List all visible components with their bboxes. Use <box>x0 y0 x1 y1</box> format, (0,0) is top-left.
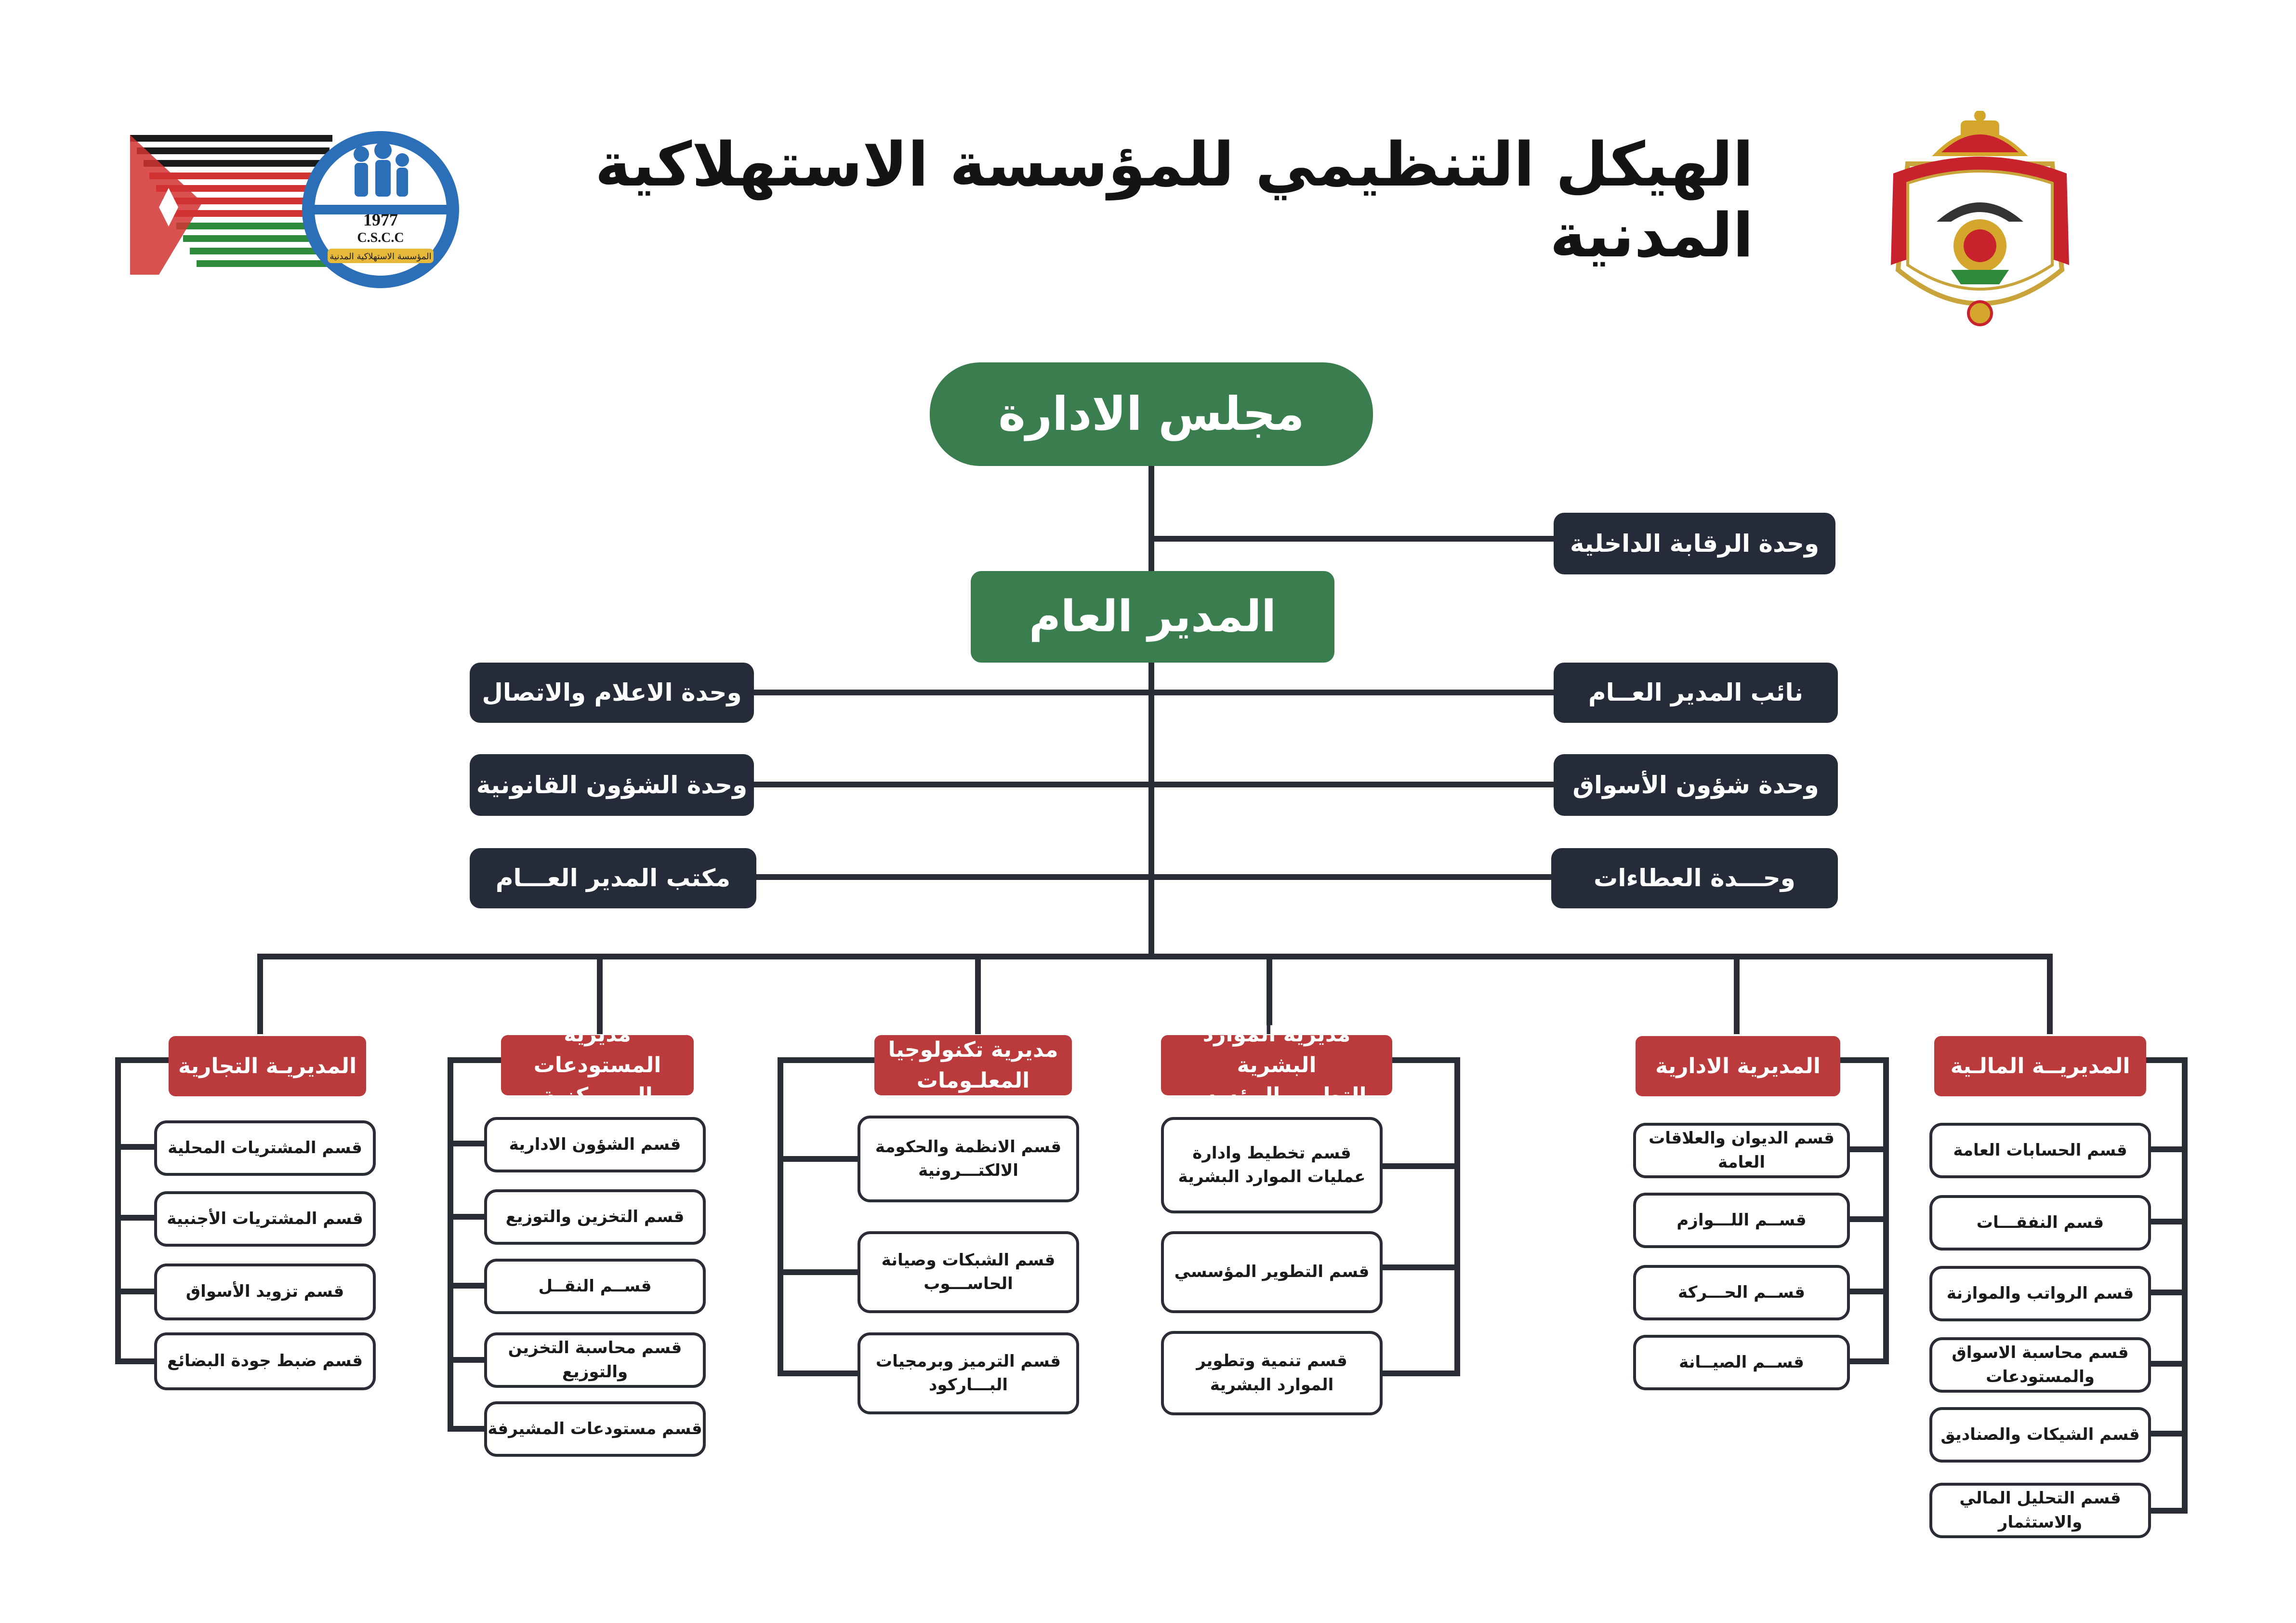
logo-abbr: C.S.C.C <box>357 230 404 245</box>
section-transport: قســم النقــل <box>484 1259 706 1314</box>
logo-year: 1977 <box>363 210 398 229</box>
section-general-accounts: قسم الحسابات العامة <box>1929 1123 2151 1178</box>
section-e-government: قسم الانظمة والحكومة الالكتـــرونية <box>858 1116 1079 1202</box>
tenders-unit: وحـــدة العطاءات <box>1551 848 1838 908</box>
section-institutional-development: قسم التطوير المؤسسي <box>1161 1231 1383 1313</box>
administrative-directorate: المديرية الادارية <box>1636 1036 1840 1096</box>
board-of-directors: مجلس الادارة <box>930 362 1373 466</box>
general-manager: المدير العام <box>971 571 1334 663</box>
coat-of-arms-emblem <box>1879 110 2081 342</box>
section-hr-development: قسم تنمية وتطوير الموارد البشرية <box>1161 1331 1383 1415</box>
media-communication-unit: وحدة الاعلام والاتصال <box>470 663 754 723</box>
section-supplies: قســم اللـــوازم <box>1633 1193 1850 1248</box>
section-salaries-budget: قسم الرواتب والموازنة <box>1929 1266 2151 1321</box>
section-foreign-purchases: قسم المشتريات الأجنبية <box>154 1191 376 1247</box>
section-maintenance: قســم الصيــانة <box>1633 1335 1850 1390</box>
section-storage-distribution: قسم التخزين والتوزيع <box>484 1189 706 1245</box>
cscc-logo: 1977 C.S.C.C المؤسسة الاستهلاكية المدنية <box>130 130 467 289</box>
section-markets-warehouses-accounting: قسم محاسبة الاسواق والمستودعات <box>1929 1337 2151 1393</box>
markets-affairs-unit: وحدة شؤون الأسواق <box>1554 754 1838 816</box>
section-barcode: قسم الترميز وبرمجيات البـــاركود <box>858 1332 1079 1414</box>
section-diwan-public-relations: قسم الديوان والعلاقات العامة <box>1633 1123 1850 1178</box>
section-market-supply: قسم تزويد الأسواق <box>154 1264 376 1320</box>
legal-affairs-unit: وحدة الشؤون القانونية <box>470 754 754 816</box>
section-storage-accounting: قسم محاسبة التخزين والتوزيع <box>484 1332 706 1388</box>
section-mushairfa-warehouses: قسم مستودعات المشيرفة <box>484 1401 706 1457</box>
section-cheques-funds: قسم الشيكات والصناديق <box>1929 1407 2151 1463</box>
section-admin-affairs: قسم الشؤون الادارية <box>484 1117 706 1172</box>
logo-name: المؤسسة الاستهلاكية المدنية <box>330 252 431 262</box>
internal-audit-unit: وحدة الرقابة الداخلية <box>1554 513 1835 574</box>
section-expenses: قسم النفقـــات <box>1929 1195 2151 1251</box>
hr-directorate: مديرية الموارد البشرية والتطوير المؤسسي <box>1161 1022 1392 1108</box>
commercial-directorate: المديريـة التجارية <box>169 1036 366 1096</box>
section-financial-analysis: قسم التحليل المالي والاستثمار <box>1929 1483 2151 1538</box>
gm-office: مكتب المدير العـــام <box>470 848 756 908</box>
finance-directorate: المديريــة المالـية <box>1934 1036 2146 1096</box>
warehouses-directorate: مديرية المستودعات المـــركزية <box>501 1022 694 1108</box>
section-movement: قســم الحـــركة <box>1633 1265 1850 1320</box>
section-hr-planning: قسم تخطيط وادارة عمليات الموارد البشرية <box>1161 1117 1383 1213</box>
section-quality-control: قسم ضبط جودة البضائع <box>154 1332 376 1390</box>
section-networks-maintenance: قسم الشبكات وصيانة الحاســـوب <box>858 1231 1079 1313</box>
section-local-purchases: قسم المشتريات المحلية <box>154 1120 376 1176</box>
flag-stripes: 1977 C.S.C.C المؤسسة الاستهلاكية المدنية <box>130 131 459 288</box>
deputy-general-manager: نائب المدير العــام <box>1554 663 1838 723</box>
page-title: الهيكل التنظيمي للمؤسسة الاستهلاكية المد… <box>594 129 1754 271</box>
it-directorate: مديرية تكنولوجيا المعلـومات <box>874 1035 1072 1095</box>
